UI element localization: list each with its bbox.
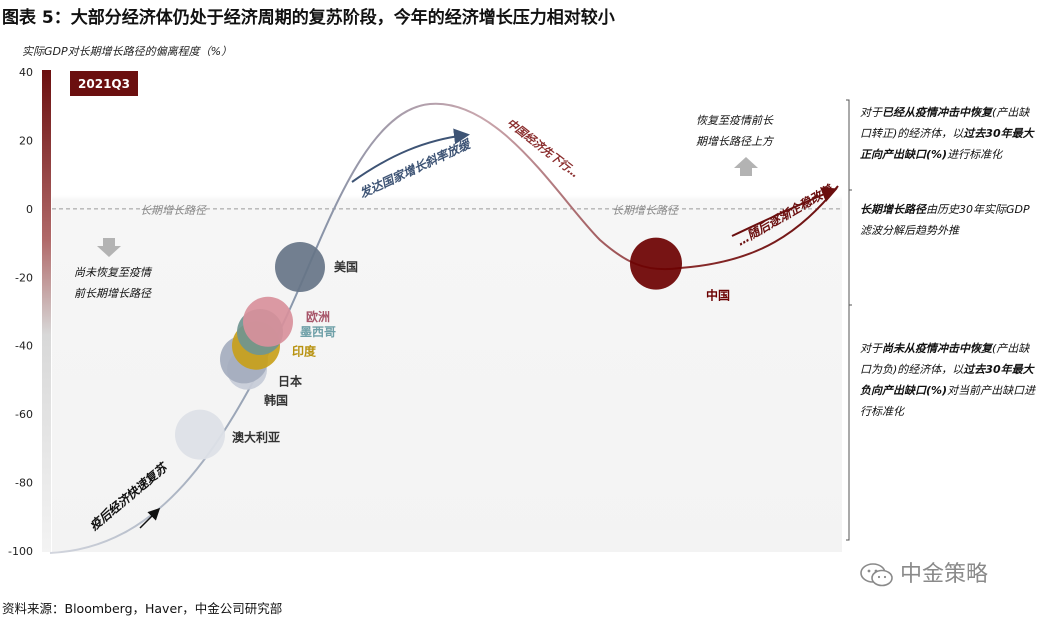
- side-note-middle: 长期增长路径由历史30年实际GDP滤波分解后趋势外推: [860, 203, 1030, 237]
- label-usa: 美国: [334, 259, 358, 274]
- label-mexico: 墨西哥: [300, 325, 336, 339]
- y-tick-label: -60: [15, 408, 33, 421]
- y-tick-label: -80: [15, 477, 33, 490]
- annotation-recovered-above-2: 期增长路径上方: [696, 135, 775, 148]
- plot-background: [52, 70, 842, 552]
- label-europe: 欧洲: [306, 309, 330, 324]
- figure-title: 图表 5：大部分经济体仍处于经济周期的复苏阶段，今年的经济增长压力相对较小: [2, 8, 615, 28]
- y-tick-label: -100: [8, 545, 33, 558]
- label-india: 印度: [292, 344, 317, 359]
- period-badge-label: 2021Q3: [78, 77, 130, 91]
- label-japan: 日本: [278, 373, 302, 388]
- bubble-usa: [275, 242, 325, 293]
- china-up-arrow: [731, 187, 838, 237]
- annotation-not-recovered-1: 尚未恢复至疫情: [74, 266, 153, 279]
- y-tick-labels: 40 20 0 -20 -40 -60 -80 -100: [8, 66, 33, 558]
- y-tick-label: 40: [19, 66, 33, 79]
- y-tick-label: -40: [15, 340, 33, 353]
- annotation-not-recovered-2: 前长期增长路径: [74, 287, 152, 300]
- up-block-arrow-icon: [734, 157, 758, 176]
- trend-line-label-left: 长期增长路径: [140, 204, 207, 217]
- y-tick-label: -20: [15, 271, 33, 284]
- bubble-europe: [243, 296, 293, 347]
- period-badge: [70, 71, 138, 96]
- label-australia: 澳大利亚: [232, 430, 280, 445]
- trend-line-label-right: 长期增长路径: [612, 204, 679, 217]
- side-note-bottom: 对于尚未从疫情冲击中恢复(产出缺口为负)的经济体，以过去30年最大负向产出缺口(…: [860, 342, 1036, 418]
- watermark: 中金策略: [860, 556, 988, 588]
- y-tick-label: 0: [26, 203, 33, 216]
- recovery-fast-arrow: [139, 507, 161, 529]
- label-china: 中国: [706, 288, 730, 303]
- source-note: 资料来源：Bloomberg，Haver，中金公司研究部: [2, 601, 283, 616]
- down-block-arrow-icon: [97, 238, 121, 257]
- right-bracket: [846, 99, 852, 541]
- y-tick-label: 20: [19, 134, 33, 147]
- cycle-curve: [49, 102, 839, 554]
- annotation-recovered-above-1: 恢复至疫情前长: [696, 114, 774, 127]
- y-gradient-bar: [42, 70, 51, 552]
- bubble-australia: [175, 409, 225, 460]
- wechat-icon: [860, 563, 893, 587]
- side-note-top: 对于已经从疫情冲击中恢复(产出缺口转正)的经济体，以过去30年最大正向产出缺口(…: [860, 106, 1034, 161]
- bubble-china: [630, 237, 682, 290]
- label-korea: 韩国: [264, 393, 288, 408]
- developed-slowing-arrow: [351, 128, 470, 183]
- y-axis-label: 实际GDP对长期增长路径的偏离程度（%）: [22, 45, 232, 58]
